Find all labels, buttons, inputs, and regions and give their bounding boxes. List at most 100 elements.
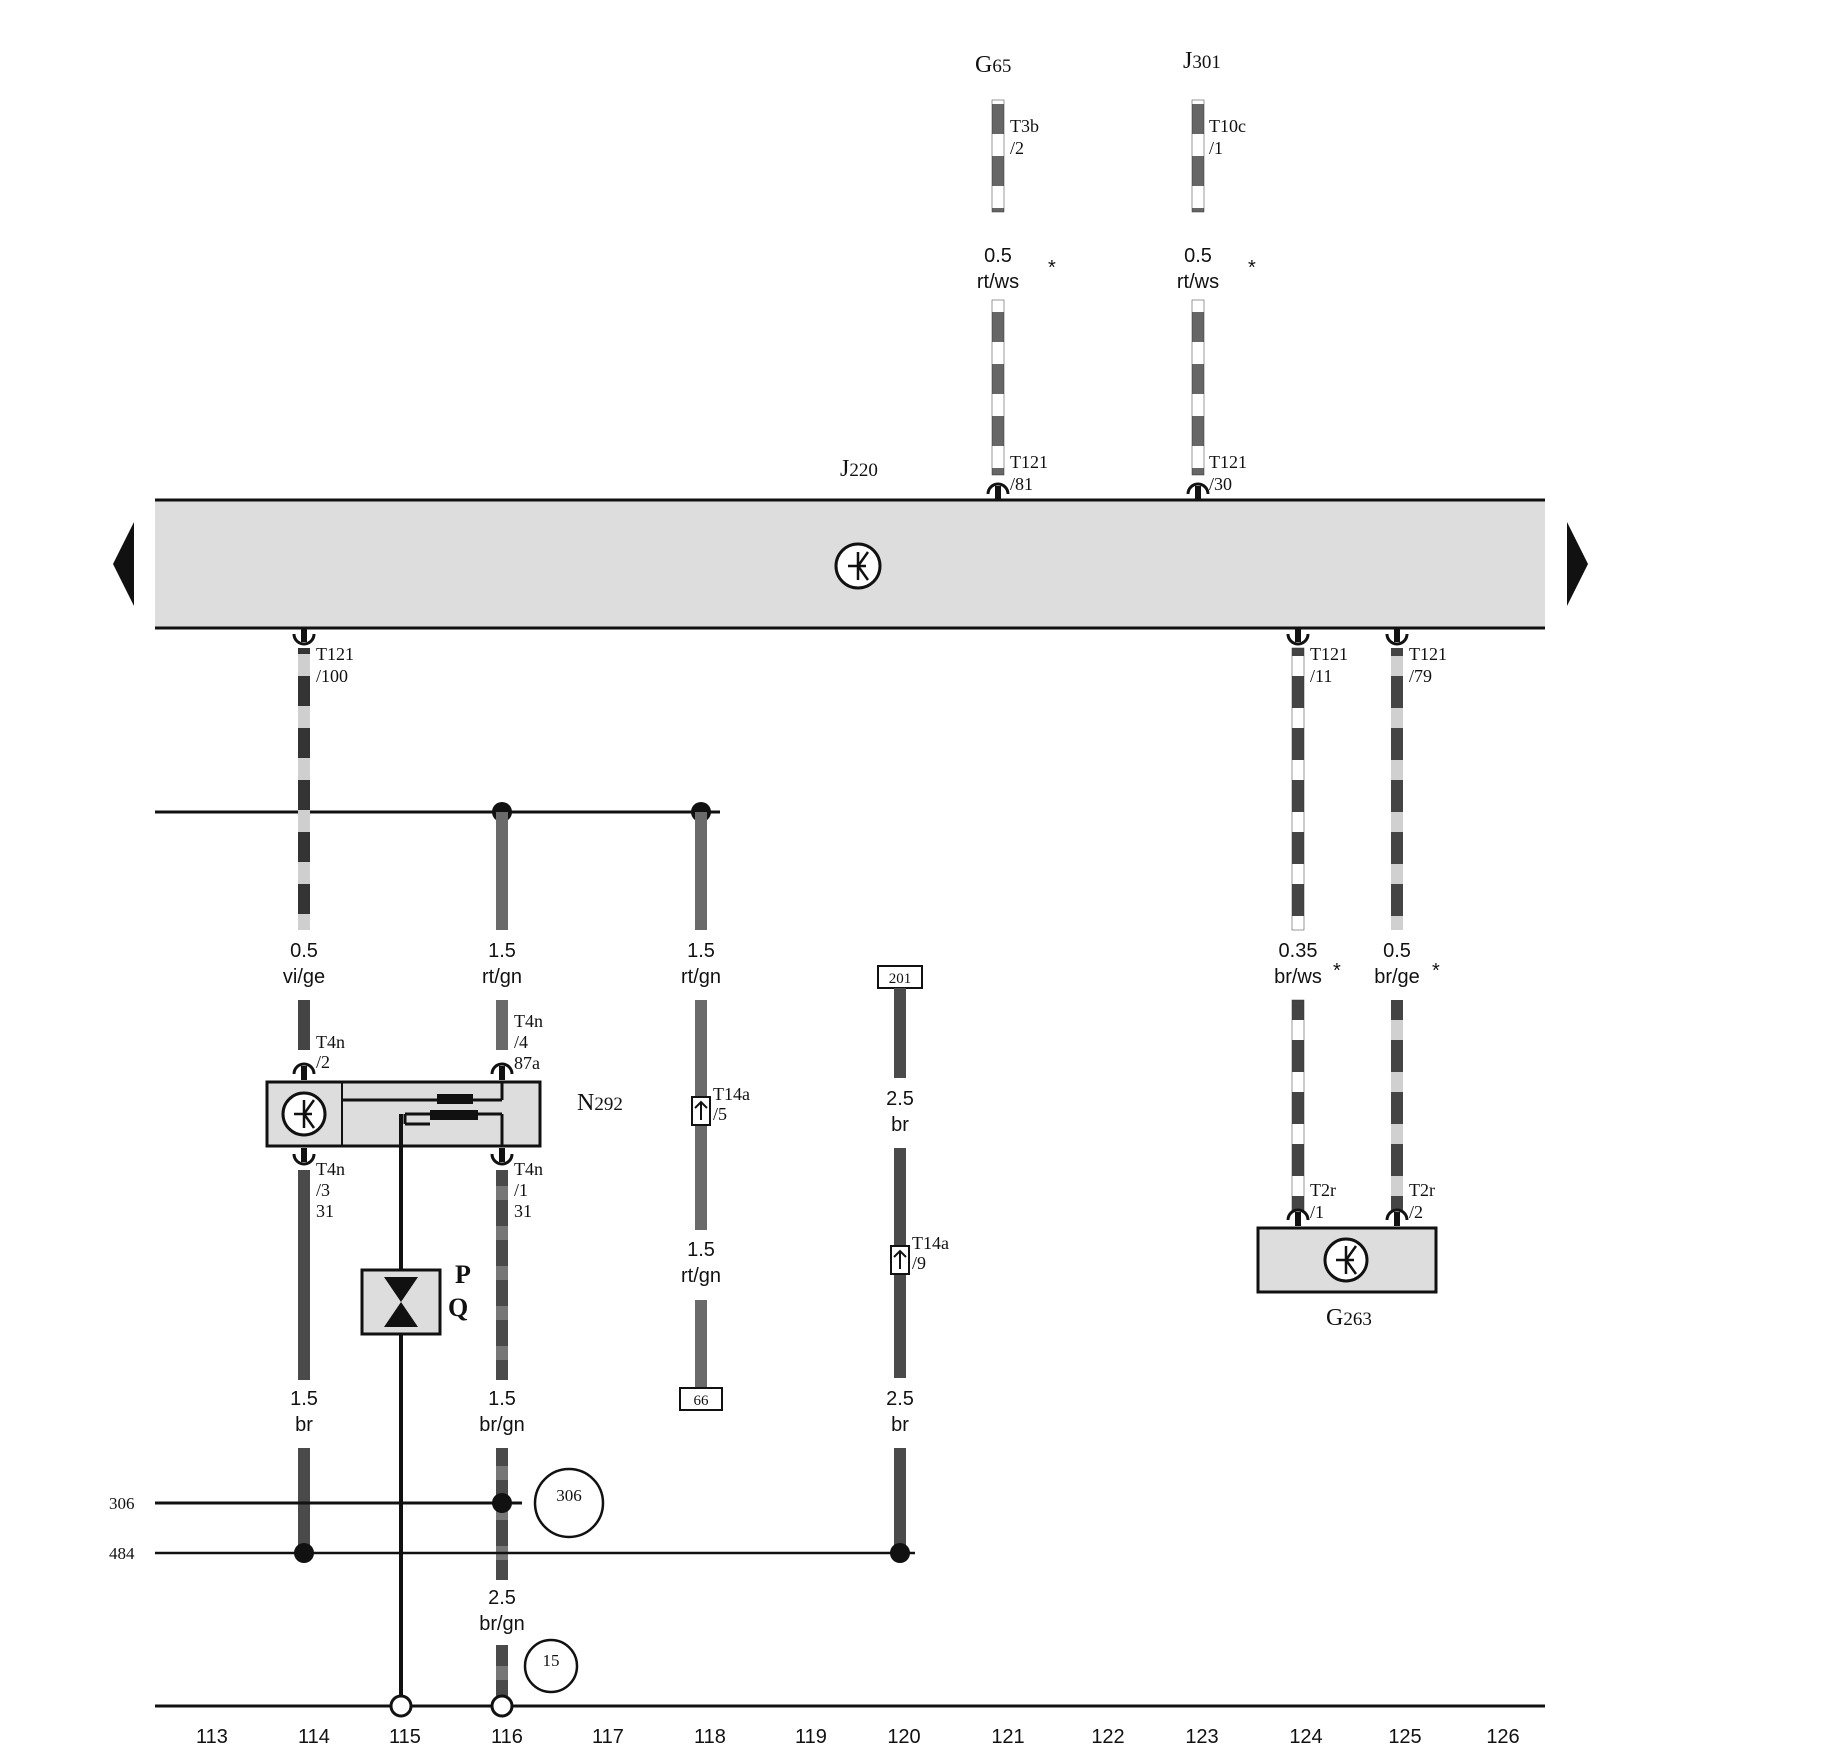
- wire-size: 1.5: [488, 940, 516, 962]
- wire-color: br/ws: [1274, 966, 1322, 988]
- wire-rt-gn: [496, 1000, 508, 1050]
- connector-t4n-term: 31: [514, 1201, 532, 1221]
- component-j220-label: J220: [840, 456, 878, 482]
- connector-t121: T121: [1010, 452, 1048, 472]
- electronic-module-icon: [1323, 1237, 1369, 1283]
- wire-size: 2.5: [886, 1088, 914, 1110]
- pin-socket-icon: [1286, 628, 1310, 646]
- wire-color: rt/gn: [482, 966, 522, 988]
- wire-br: [894, 1448, 906, 1560]
- connector-t14a-pin: /5: [713, 1104, 727, 1124]
- wire-color: rt/gn: [681, 966, 721, 988]
- connector-t4n-term: 31: [316, 1201, 334, 1221]
- wire-size: 1.5: [687, 1239, 715, 1261]
- electronic-module-icon: [281, 1091, 327, 1137]
- connector-t4n-pin: /3: [316, 1180, 330, 1200]
- wire-size: 1.5: [687, 940, 715, 962]
- connector-t4n: T4n: [316, 1159, 345, 1179]
- wire-color: br/ge: [1374, 966, 1420, 988]
- wire-size: 1.5: [290, 1388, 318, 1410]
- plug-contact-icon: [691, 1096, 711, 1126]
- connector-t4n: T4n: [316, 1032, 345, 1052]
- pin-socket-icon: [1186, 482, 1210, 500]
- wire-br-ge: [1391, 1000, 1403, 1210]
- component-g65-label: G65: [975, 52, 1011, 78]
- connector-t121-pin: /100: [316, 666, 348, 686]
- terminal-open-dot: [490, 1694, 514, 1718]
- connector-t121: T121: [1310, 644, 1348, 664]
- pin-socket-icon: [490, 1148, 514, 1166]
- wire-br-gn: [496, 1448, 508, 1580]
- wire-j301-to-j220: [1191, 99, 1205, 476]
- connector-t14a: T14a: [912, 1233, 949, 1253]
- terminal-open-dot: [389, 1694, 413, 1718]
- component-j301-label: J301: [1183, 48, 1221, 74]
- valve-icon: [360, 1268, 442, 1336]
- wire-vi-ge: [298, 1000, 310, 1050]
- column-number: 123: [1185, 1726, 1218, 1748]
- wire-size: 2.5: [488, 1587, 516, 1609]
- continuation-arrow-right: [1567, 522, 1588, 606]
- terminal-66: 66: [694, 1393, 710, 1409]
- junction-dot: [890, 1543, 910, 1563]
- junction-dot: [294, 1543, 314, 1563]
- connector-t121: T121: [1409, 644, 1447, 664]
- wire-size: 0.35: [1279, 940, 1318, 962]
- wire-vi-ge: [298, 648, 310, 930]
- wire-rt-gn: [695, 1300, 707, 1390]
- terminal-201: 201: [889, 971, 912, 987]
- wire-color: vi/ge: [283, 966, 325, 988]
- connector-t4n-term: 87a: [514, 1053, 540, 1073]
- pin-socket-icon: [1385, 1208, 1409, 1226]
- pin-socket-icon: [986, 482, 1010, 500]
- wire-g65-to-j220: [991, 99, 1005, 476]
- connector-t121: T121: [1209, 452, 1247, 472]
- junction-dot: [492, 1493, 512, 1513]
- connector-t3b: T3b: [1010, 116, 1039, 136]
- wire-size: 0.5: [984, 245, 1012, 267]
- component-n292-label: N292: [577, 1090, 623, 1116]
- connector-t10c-pin: /1: [1209, 138, 1223, 158]
- wire-mark: *: [1048, 257, 1056, 279]
- wire-color: br: [295, 1414, 313, 1436]
- column-number: 119: [795, 1726, 827, 1748]
- connector-t4n-pin: /1: [514, 1180, 528, 1200]
- component-g263-label: G263: [1326, 1305, 1372, 1331]
- wire-color: rt/ws: [977, 271, 1019, 293]
- plug-contact-icon: [890, 1245, 910, 1275]
- column-number: 118: [694, 1726, 726, 1748]
- wire-size: 0.5: [290, 940, 318, 962]
- wire-br-gn: [496, 1645, 508, 1701]
- line-306-label: 306: [109, 1494, 135, 1513]
- component-p-label: P: [455, 1260, 471, 1289]
- wire-color: br/gn: [479, 1613, 525, 1635]
- connector-t2r: T2r: [1409, 1180, 1435, 1200]
- column-number: 126: [1486, 1726, 1519, 1748]
- ground-point-306: 306: [556, 1486, 582, 1505]
- connector-t4n: T4n: [514, 1159, 543, 1179]
- pin-socket-icon: [490, 1062, 514, 1080]
- connector-t2r-pin: /1: [1310, 1202, 1324, 1222]
- connector-t4n-pin: /4: [514, 1032, 528, 1052]
- connector-t121-pin: /11: [1310, 666, 1332, 686]
- wire-rt-gn: [496, 812, 508, 930]
- column-number: 120: [887, 1726, 920, 1748]
- wire-color: rt/ws: [1177, 271, 1219, 293]
- column-number: 116: [491, 1726, 523, 1748]
- wire-color: br/gn: [479, 1414, 525, 1436]
- column-number: 121: [991, 1726, 1024, 1748]
- column-number: 115: [389, 1726, 421, 1748]
- wire-size: 0.5: [1184, 245, 1212, 267]
- connector-t3b-pin: /2: [1010, 138, 1024, 158]
- connector-t121: T121: [316, 644, 354, 664]
- wire-br: [298, 1170, 310, 1380]
- connector-t2r-pin: /2: [1409, 1202, 1423, 1222]
- component-q-label: Q: [448, 1293, 468, 1322]
- wire-br-ws: [1291, 999, 1305, 1211]
- column-number: 122: [1091, 1726, 1124, 1748]
- column-number: 125: [1388, 1726, 1421, 1748]
- wire-rt-gn: [695, 812, 707, 930]
- wire-color: rt/gn: [681, 1265, 721, 1287]
